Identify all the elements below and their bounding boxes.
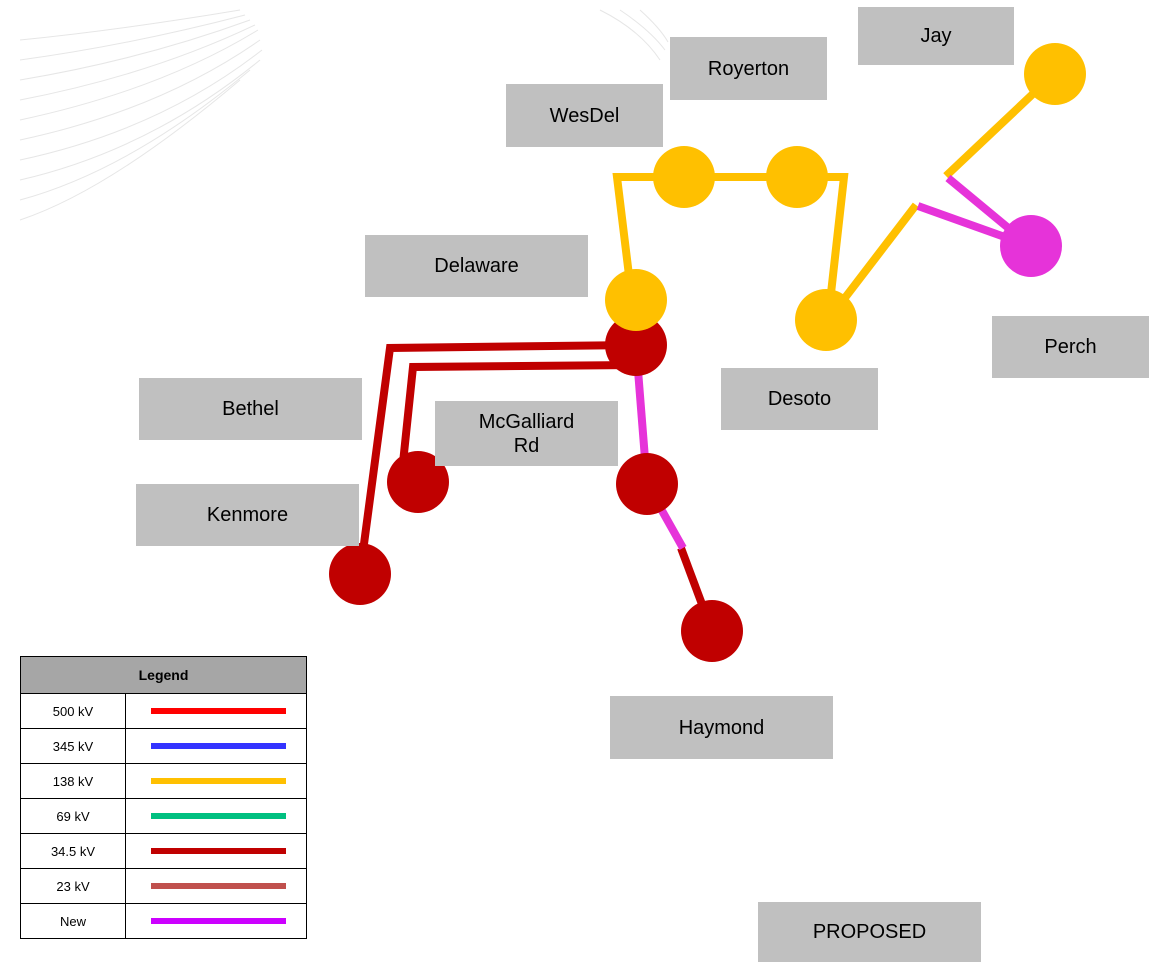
legend-swatch bbox=[151, 708, 286, 714]
node-delaware-138 bbox=[605, 269, 667, 331]
station-label-wesdel: WesDel bbox=[506, 84, 663, 147]
legend-row: 23 kV bbox=[20, 868, 307, 904]
node-mcgalliard bbox=[616, 453, 678, 515]
legend-row: 69 kV bbox=[20, 798, 307, 834]
legend-swatch bbox=[151, 848, 286, 854]
status-label-proposed: PROPOSED bbox=[758, 902, 981, 962]
station-label-bethel: Bethel bbox=[139, 378, 362, 440]
line-delaware-kenmore bbox=[356, 341, 637, 575]
legend-label: 69 kV bbox=[20, 798, 126, 834]
node-delaware-345 bbox=[605, 314, 667, 376]
station-label-mcgalliard: McGalliard Rd bbox=[435, 401, 618, 466]
station-label-perch: Perch bbox=[992, 316, 1149, 378]
node-bethel bbox=[387, 451, 449, 513]
station-label-kenmore: Kenmore bbox=[136, 484, 359, 546]
line-delaware-bethel bbox=[397, 361, 637, 483]
legend-table: Legend 500 kV 345 kV 138 kV 69 kV 34.5 k… bbox=[20, 656, 307, 939]
station-label-royerton: Royerton bbox=[670, 37, 827, 100]
legend-swatch bbox=[151, 813, 286, 819]
legend-title: Legend bbox=[20, 656, 307, 694]
legend-label: New bbox=[20, 903, 126, 939]
legend-row: 138 kV bbox=[20, 763, 307, 799]
legend-label: 34.5 kV bbox=[20, 833, 126, 869]
node-desoto bbox=[795, 289, 857, 351]
lines-new bbox=[632, 174, 1033, 550]
station-label-desoto: Desoto bbox=[721, 368, 878, 430]
legend-swatch bbox=[151, 918, 286, 924]
legend-swatch bbox=[151, 743, 286, 749]
legend-row: New bbox=[20, 903, 307, 939]
station-label-haymond: Haymond bbox=[610, 696, 833, 759]
node-haymond bbox=[681, 600, 743, 662]
station-nodes bbox=[329, 43, 1086, 662]
node-wesdel-2 bbox=[766, 146, 828, 208]
node-jay bbox=[1024, 43, 1086, 105]
node-perch bbox=[1000, 215, 1062, 277]
line-wesdel-delaware bbox=[612, 173, 849, 321]
legend-label: 23 kV bbox=[20, 868, 126, 904]
legend-label: 345 kV bbox=[20, 728, 126, 764]
station-label-jay: Jay bbox=[858, 7, 1014, 65]
node-kenmore bbox=[329, 543, 391, 605]
background-watermark bbox=[19, 9, 669, 221]
legend-row: 500 kV bbox=[20, 693, 307, 729]
node-wesdel-1 bbox=[653, 146, 715, 208]
station-label-delaware: Delaware bbox=[365, 235, 588, 297]
legend-swatch bbox=[151, 883, 286, 889]
legend-label: 500 kV bbox=[20, 693, 126, 729]
legend-label: 138 kV bbox=[20, 763, 126, 799]
legend-row: 345 kV bbox=[20, 728, 307, 764]
legend-row: 34.5 kV bbox=[20, 833, 307, 869]
legend-swatch bbox=[151, 778, 286, 784]
